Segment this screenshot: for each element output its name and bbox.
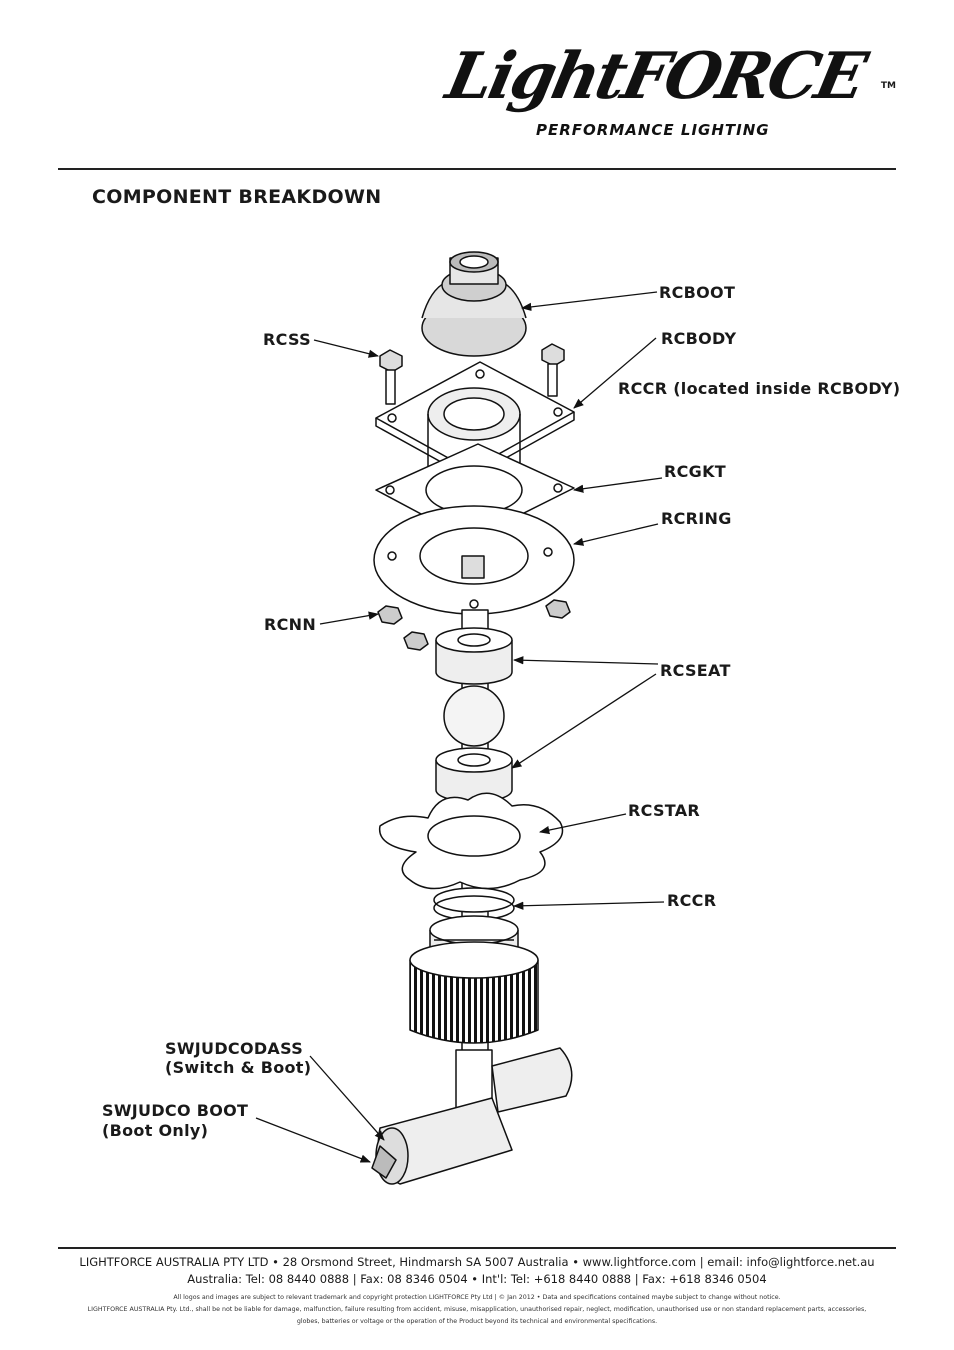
header-divider	[58, 168, 896, 170]
label-rcgkt: RCGKT	[664, 462, 727, 481]
label-rcseat: RCSEAT	[660, 661, 731, 680]
label-swjudco-boot: SWJUDCO BOOT	[102, 1101, 249, 1120]
label-rcstar: RCSTAR	[628, 801, 701, 820]
ball-part	[443, 685, 505, 747]
footer-phone: Australia: Tel: 08 8440 0888 | Fax: 08 8…	[187, 1272, 767, 1286]
label-swjudcodass: SWJUDCODASS	[165, 1039, 304, 1058]
rcseat-bottom	[435, 747, 513, 803]
page-title: COMPONENT BREAKDOWN	[92, 186, 382, 208]
rcseat-top	[435, 627, 513, 685]
label-rcnn: RCNN	[264, 615, 317, 634]
rcbody-part	[375, 361, 575, 490]
footer-contact: LIGHTFORCE AUSTRALIA PTY LTD • 28 Orsmon…	[58, 1254, 896, 1288]
label-rccr: RCCR	[667, 891, 717, 910]
label-rcboot: RCBOOT	[659, 283, 736, 302]
footer-legal: All logos and images are subject to rele…	[58, 1292, 896, 1328]
swjudcodass-part	[371, 1047, 573, 1185]
rcboot-part	[421, 251, 527, 357]
leader-lines	[255, 291, 665, 1163]
footer-divider	[58, 1247, 896, 1249]
label-swjudco-boot-sub: (Boot Only)	[102, 1121, 209, 1140]
logo-tagline: PERFORMANCE LIGHTING	[536, 121, 770, 139]
rcstar-part	[378, 792, 564, 890]
logo-trademark: TM	[880, 81, 896, 91]
footer-legal-2: LIGHTFORCE AUSTRALIA Pty. Ltd., shall be…	[87, 1306, 867, 1313]
label-rccr-inside: RCCR (located inside RCBODY)	[618, 379, 901, 398]
rcnn-nuts	[377, 599, 571, 651]
label-rcss: RCSS	[263, 330, 311, 349]
label-swjudcodass-sub: (Switch & Boot)	[165, 1058, 312, 1077]
footer-address: LIGHTFORCE AUSTRALIA PTY LTD • 28 Orsmon…	[79, 1255, 875, 1269]
footer-legal-3: globes, batteries or voltage or the oper…	[296, 1318, 658, 1325]
footer-legal-1: All logos and images are subject to rele…	[173, 1294, 781, 1301]
rcring-part	[373, 505, 575, 615]
label-rcring: RCRING	[661, 509, 732, 528]
lightforce-logo: LightFORCE TM PERFORMANCE LIGHTING	[440, 39, 910, 160]
label-rcbody: RCBODY	[661, 329, 737, 348]
knurled-nut-part	[409, 915, 539, 1044]
